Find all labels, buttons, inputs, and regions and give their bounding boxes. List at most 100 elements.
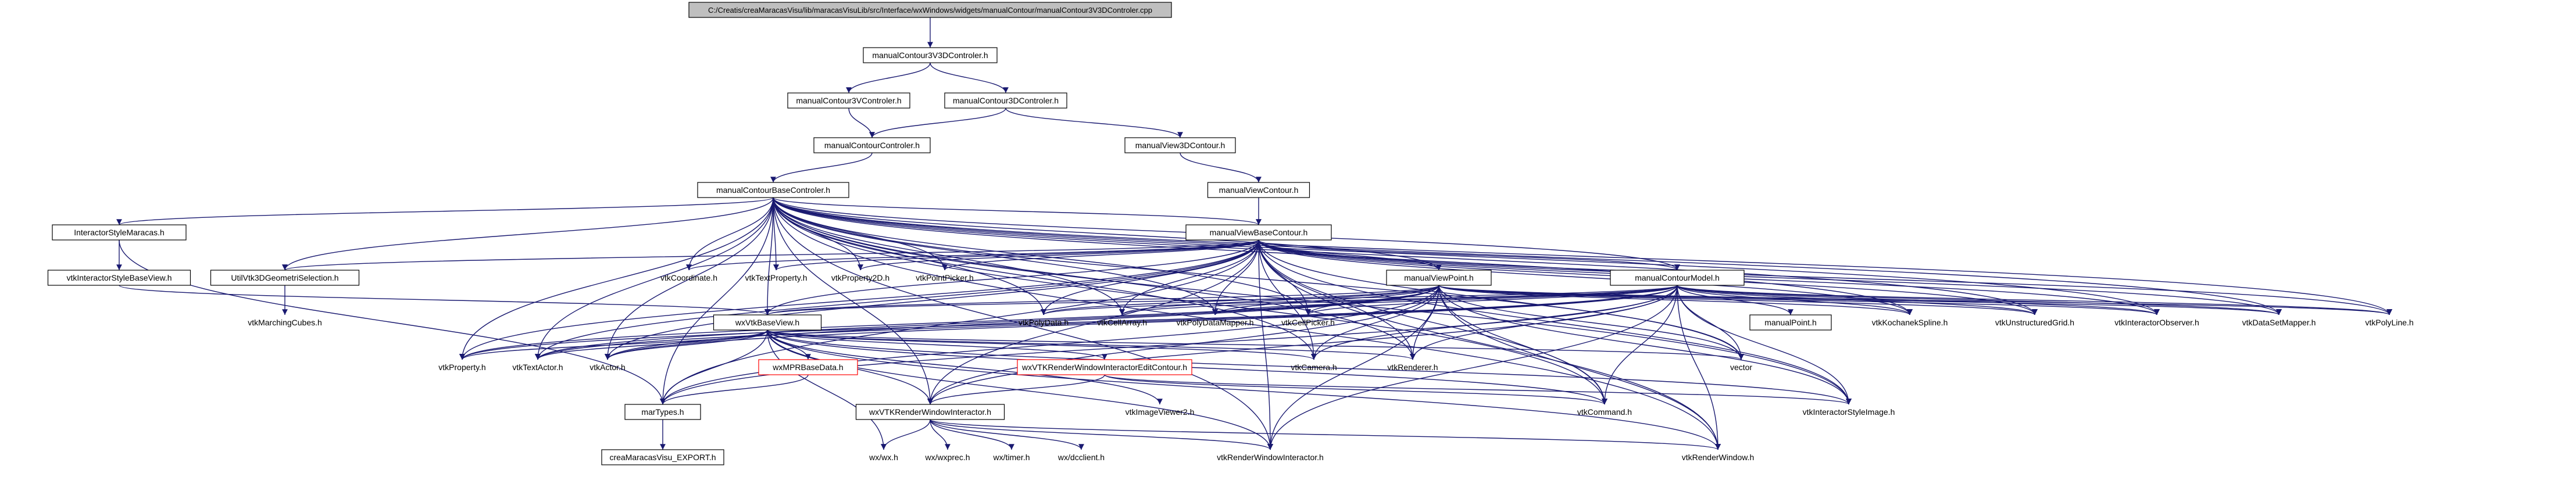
node-label-img2: vtkImageViewer2.h [1126, 407, 1195, 417]
node-ism[interactable]: InteractorStyleMaracas.h [52, 224, 187, 241]
node-root[interactable]: C:/Creatis/creaMaracasVisu/lib/maracasVi… [688, 2, 1172, 18]
edge-wxbv-to-wxwx [767, 329, 887, 450]
node-wxprec: wx/wxprec.h [924, 453, 970, 462]
node-cmd: vtkCommand.h [1577, 407, 1632, 417]
edge-model-to-vprop [459, 285, 1678, 360]
edge-model-to-iobs [1677, 285, 2160, 315]
node-base[interactable]: manualContourBaseControler.h [697, 182, 849, 198]
node-label-rwi: vtkRenderWindowInteractor.h [1217, 453, 1324, 462]
node-box-view3d [1124, 137, 1236, 153]
edge-base-to-vbase [773, 197, 1262, 225]
node-label-wxtimer: wx/timer.h [992, 453, 1030, 462]
edge-wxvtkrwi-to-wxtimer [930, 419, 1014, 450]
node-martypes[interactable]: marTypes.h [624, 404, 701, 420]
node-label-march: vtkMarchingCubes.h [248, 318, 322, 327]
edge-mpr-to-martypes [660, 374, 809, 405]
node-box-root [688, 2, 1172, 18]
edge-base-to-coord [686, 197, 774, 271]
node-model[interactable]: manualContourModel.h [1610, 270, 1745, 286]
edge-vbase-to-pline [1258, 239, 2392, 315]
node-view3d[interactable]: manualView3DContour.h [1124, 137, 1236, 153]
node-label-ppick: vtkPointPicker.h [916, 273, 974, 282]
edge-vbase-to-uti [282, 239, 1259, 271]
edge-wxbv-to-vprop [459, 329, 768, 360]
edge-base-to-pdm [773, 197, 1218, 315]
node-ctrl[interactable]: manualContourControler.h [813, 137, 931, 153]
edge-wxbv-to-img2 [767, 329, 1163, 405]
node-box-model [1610, 270, 1745, 286]
node-export[interactable]: creaMaracasVisu_EXPORT.h [601, 449, 724, 465]
node-box-n3v [787, 92, 910, 109]
node-ugrid: vtkUnstructuredGrid.h [1995, 318, 2074, 327]
edge-vbase-to-model [1258, 239, 1680, 271]
node-cam: vtkCamera.h [1291, 363, 1337, 372]
node-prop3d: vtkProperty2D.h [831, 273, 889, 282]
node-viewc[interactable]: manualViewContour.h [1207, 182, 1310, 198]
node-n3d[interactable]: manualContour3DControler.h [944, 92, 1067, 109]
edge-wxbv-to-tact [535, 329, 768, 360]
edge-vbase-to-ppick [942, 239, 1259, 271]
node-box-export [601, 449, 724, 465]
node-label-wxwx: wx/wx.h [869, 453, 898, 462]
node-label-root: C:/Creatis/creaMaracasVisu/lib/maracasVi… [708, 6, 1152, 15]
edge-vbase-to-coord [686, 239, 1259, 271]
node-label-koch: vtkKochanekSpline.h [1872, 318, 1948, 327]
node-vtkisbv[interactable]: vtkInteractorStyleBaseView.h [47, 270, 191, 286]
node-n3v[interactable]: manualContour3VControler.h [787, 92, 910, 109]
edge-ctrl-to-base [770, 152, 873, 183]
node-label-iobs: vtkInteractorObserver.h [2114, 318, 2199, 327]
edge-vbase-to-wxbv [764, 239, 1259, 315]
node-label-mvp: manualViewPoint.h [1404, 273, 1474, 282]
edge-base-to-actor [605, 197, 774, 360]
node-wxvtkrwi[interactable]: wxVTKRenderWindowInteractor.h [855, 404, 1005, 420]
edge-base-to-cella [773, 197, 1125, 315]
node-box-uti [210, 270, 360, 286]
node-label-pline: vtkPolyLine.h [2365, 318, 2413, 327]
edge-wxbv-to-rend [767, 329, 1416, 360]
node-n3v3d[interactable]: manualContour3V3DControler.h [863, 47, 998, 63]
node-box-viewc [1207, 182, 1310, 198]
node-label-view3d: manualView3DContour.h [1135, 141, 1226, 150]
node-mpoint[interactable]: manualPoint.h [1749, 314, 1832, 331]
node-textp: vtkTextProperty.h [745, 273, 807, 282]
node-vbase[interactable]: manualViewBaseContour.h [1185, 224, 1332, 241]
edge-vbase-to-prop3d [858, 239, 1259, 271]
edge-view3d-to-viewc [1180, 152, 1262, 183]
node-label-n3v3d: manualContour3V3DControler.h [872, 51, 988, 60]
node-wxwx: wx/wx.h [869, 453, 898, 462]
node-label-wxvtkrwi: wxVTKRenderWindowInteractor.h [869, 407, 991, 417]
edge-wxbv-to-wxedit [767, 329, 1107, 360]
node-box-ism [52, 224, 187, 241]
edge-base-to-iobs [773, 197, 2160, 315]
node-polyd: vtkPolyData.h [1019, 318, 1069, 327]
node-pline: vtkPolyLine.h [2365, 318, 2413, 327]
edge-wxbv-to-cam [767, 329, 1317, 360]
node-label-wxdc: wx/dcclient.h [1057, 453, 1105, 462]
node-wxedit[interactable]: wxVTKRenderWindowInteractorEditContour.h [1017, 359, 1192, 375]
node-label-textp: vtkTextProperty.h [745, 273, 807, 282]
edge-model-to-rwin [1677, 285, 1721, 450]
node-uti[interactable]: UtilVtk3DGeometriSelection.h [210, 270, 360, 286]
node-label-tact: vtkTextActor.h [512, 363, 563, 372]
node-label-actor: vtkActor.h [589, 363, 625, 372]
edge-model-to-cellp [1305, 285, 1678, 315]
edge-wxvtkrwi-to-wxdc [930, 419, 1084, 450]
edge-vbase-to-rwin [1258, 239, 1721, 450]
node-koch: vtkKochanekSpline.h [1872, 318, 1948, 327]
node-label-export: creaMaracasVisu_EXPORT.h [609, 453, 716, 462]
edge-base-to-wxbv [764, 197, 774, 315]
edge-vbase-to-wxvtkrwi [927, 239, 1259, 405]
node-wxbv[interactable]: wxVtkBaseView.h [713, 314, 822, 331]
node-box-mvp [1386, 270, 1492, 286]
edge-vbase-to-pdm [1212, 239, 1259, 315]
node-cella: vtkCellArray.h [1097, 318, 1147, 327]
edge-wxvtkrwi-to-rwin [930, 419, 1721, 450]
node-box-wxbv [713, 314, 822, 331]
node-mpr[interactable]: wxMPRBaseData.h [758, 359, 858, 375]
node-mvp[interactable]: manualViewPoint.h [1386, 270, 1492, 286]
edge-wxbv-to-rwin [767, 329, 1721, 450]
node-label-isi: vtkInteractorStyleImage.h [1803, 407, 1895, 417]
node-label-mpoint: manualPoint.h [1764, 318, 1817, 327]
node-rend: vtkRenderer.h [1387, 363, 1438, 372]
edge-mvp-to-pdm [1212, 285, 1439, 315]
